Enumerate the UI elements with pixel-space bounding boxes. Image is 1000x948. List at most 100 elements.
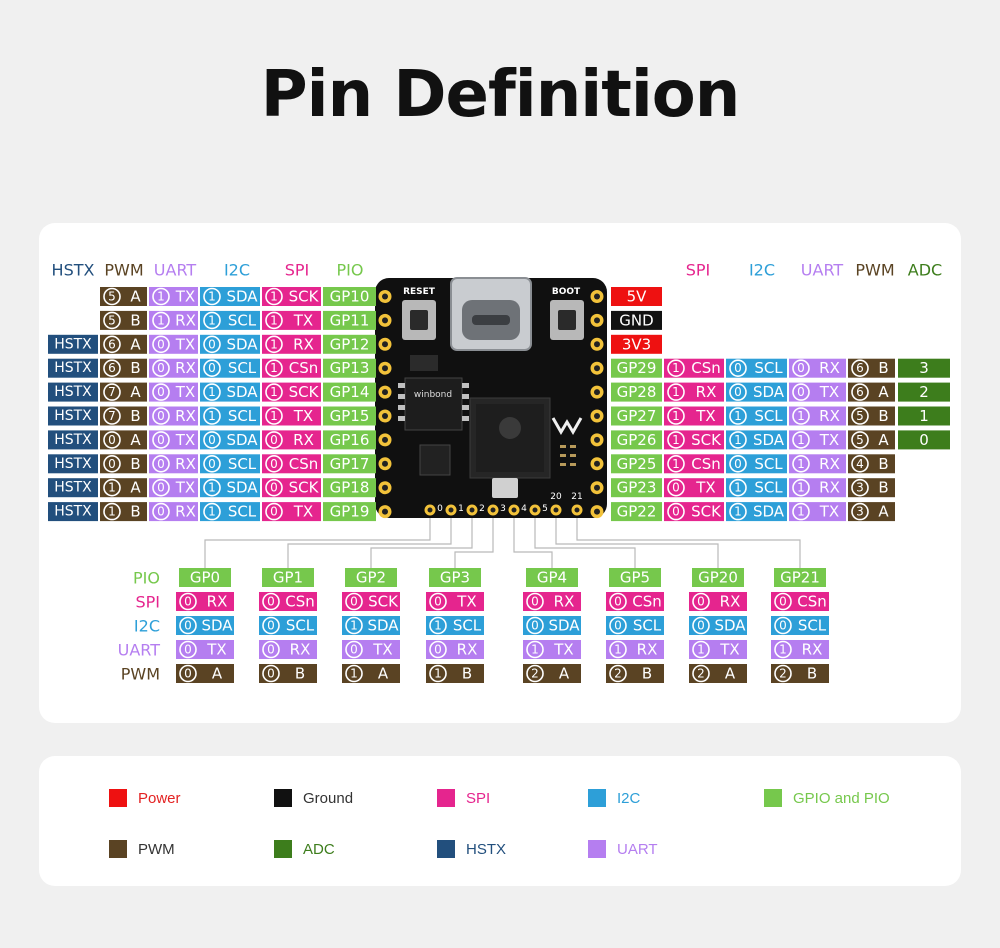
channel-number-badge [152, 335, 170, 354]
channel-number-badge [152, 502, 170, 521]
channel-number: 1 [208, 481, 216, 495]
board-pin-number: 0 [437, 504, 443, 514]
legend-item-uart: UART [588, 839, 658, 859]
channel-number: 1 [672, 361, 680, 375]
smd-component [560, 454, 566, 457]
power-pin-row: GND [611, 310, 662, 330]
uart-label-bg [342, 640, 400, 659]
i2c-label-text: SCL [633, 617, 662, 635]
gpio-label [323, 310, 376, 330]
channel-number: 0 [157, 385, 165, 399]
spi-label-text: SCK [289, 383, 320, 401]
pin-connector-line [287, 516, 452, 568]
i2c-label-bg [689, 616, 747, 635]
channel-number-badge [103, 359, 121, 378]
spi-label-bg [664, 358, 724, 378]
uart-label-bg [149, 406, 198, 426]
gpio-label [323, 454, 376, 474]
channel-number: 0 [184, 619, 192, 633]
channel-number: 0 [157, 481, 165, 495]
channel-number: 0 [797, 385, 805, 399]
i2c-label-bg [771, 616, 829, 635]
pad-hole [594, 508, 600, 515]
adc-label [898, 406, 950, 426]
pad-hole [469, 507, 475, 513]
pwm-label-bg [848, 454, 895, 474]
smd-component [570, 463, 576, 466]
pwm-label-bg [606, 664, 664, 683]
spi-label-text: CSn [289, 455, 319, 473]
ground-text: GND [619, 311, 653, 329]
uart-label-text: RX [637, 641, 658, 659]
gpio-label [774, 568, 826, 587]
channel-number-badge [179, 640, 197, 659]
hstx-text: HSTX [54, 384, 92, 400]
bottom-row-label-i2c: I2C [134, 617, 160, 636]
channel-number: 7 [108, 409, 116, 423]
pin-connector-line [370, 516, 473, 568]
pwm-label-bg [771, 664, 829, 683]
pad-hole [594, 389, 600, 396]
channel-number-badge [103, 502, 121, 521]
gpio-text: GP14 [330, 383, 370, 401]
pwm-label-bg [100, 358, 147, 378]
hstx-label [48, 334, 98, 354]
pin-connector-line [204, 516, 431, 568]
channel-number-badge [265, 502, 283, 521]
gpio-label [611, 382, 662, 402]
header-left-i2c: I2C [224, 261, 250, 280]
legend-swatch [437, 789, 455, 807]
gpio-text: GP25 [617, 455, 657, 473]
legend-panel [39, 756, 961, 886]
bottom-row-label-pwm: PWM [121, 665, 160, 684]
channel-number-badge [265, 383, 283, 401]
channel-number-badge [792, 359, 810, 378]
spi-label-bg [262, 382, 321, 402]
legend-item-ground: Ground [274, 788, 353, 808]
header-left-pio: PIO [337, 261, 364, 280]
channel-number: 1 [350, 667, 358, 681]
channel-number-badge [265, 287, 283, 306]
uart-label-text: RX [175, 359, 196, 377]
gpio-text: GP1 [273, 569, 303, 587]
pad-hole [574, 507, 580, 513]
uart-label-text: RX [175, 407, 196, 425]
i2c-label-text: SCL [798, 617, 827, 635]
channel-number: 0 [434, 595, 442, 609]
pwm-label-text: A [130, 479, 141, 497]
pwm-label-bg [100, 454, 147, 474]
pwm-label-text: B [130, 311, 140, 329]
uart-label-text: RX [290, 641, 311, 659]
legend-item-power: Power [109, 788, 181, 808]
uart-label-text: RX [802, 641, 823, 659]
uart-label-bg [789, 430, 846, 450]
pad-hole [511, 507, 517, 513]
hstx-text: HSTX [54, 360, 92, 376]
channel-number-badge [265, 335, 283, 354]
channel-number-badge [203, 431, 221, 449]
adc-text: 3 [919, 359, 929, 377]
channel-number-badge [792, 431, 810, 449]
channel-number: 0 [697, 595, 705, 609]
chip-lead [398, 394, 405, 399]
pwm-label-bg [100, 310, 147, 330]
pwm-label-text: A [725, 665, 736, 683]
uart-label-bg [149, 334, 198, 354]
spi-label-text: TX [456, 593, 476, 611]
i2c-label-bg [200, 382, 260, 402]
channel-number: 1 [797, 505, 805, 519]
